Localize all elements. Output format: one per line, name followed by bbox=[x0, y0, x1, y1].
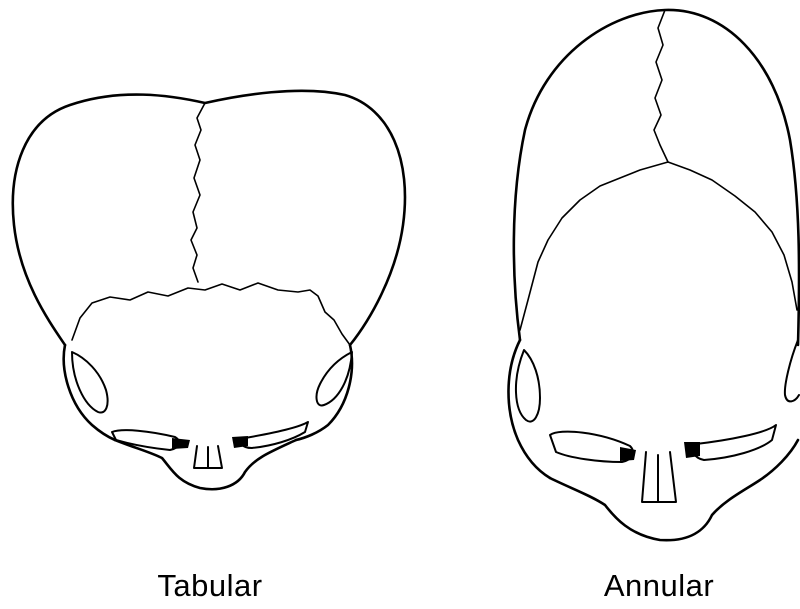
tabular-left-orbit bbox=[112, 430, 179, 450]
tabular-sagittal-suture bbox=[191, 103, 205, 282]
tabular-right-orbit-shadow bbox=[232, 436, 248, 448]
annular-right-temporal-fossa bbox=[785, 340, 799, 401]
tabular-left-temporal-fossa bbox=[72, 352, 108, 413]
tabular-jaw-outline bbox=[115, 440, 296, 489]
tabular-coronal-suture bbox=[72, 283, 350, 345]
annular-right-orbit-shadow bbox=[684, 442, 700, 458]
annular-caption: Annular bbox=[604, 568, 714, 604]
tabular-vault-outline bbox=[13, 91, 405, 345]
tabular-skull-drawing bbox=[13, 91, 405, 489]
annular-right-orbit bbox=[693, 425, 776, 460]
annular-sagittal-suture bbox=[654, 10, 668, 162]
annular-coronal-suture bbox=[520, 162, 797, 330]
annular-left-orbit-shadow bbox=[620, 447, 636, 461]
tabular-right-cheek bbox=[296, 345, 352, 440]
annular-left-temporal-fossa bbox=[516, 350, 540, 422]
tabular-caption: Tabular bbox=[157, 568, 262, 604]
annular-skull-drawing bbox=[508, 10, 799, 540]
tabular-left-orbit-shadow bbox=[172, 438, 190, 449]
annular-left-cheek bbox=[508, 340, 550, 478]
tabular-right-orbit bbox=[241, 422, 308, 448]
